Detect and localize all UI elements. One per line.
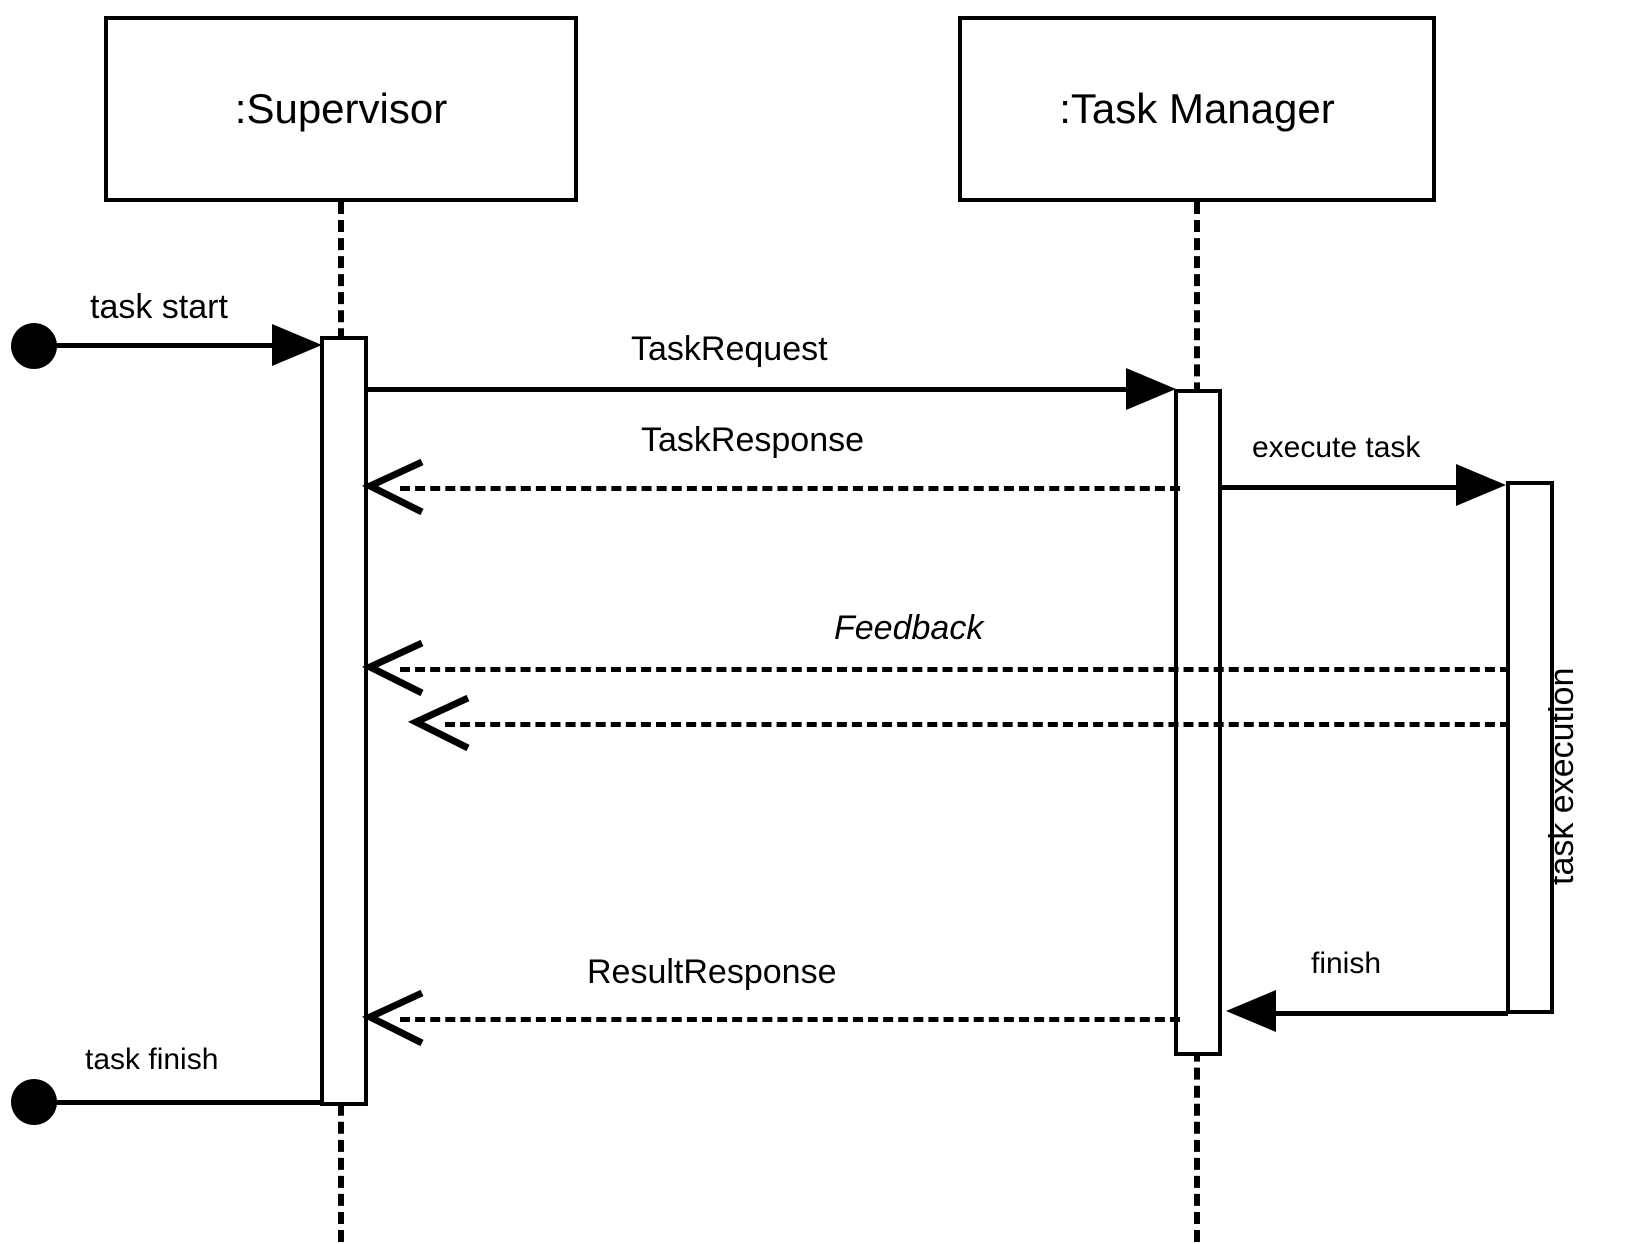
message-line-finish <box>1272 1011 1508 1016</box>
message-arrowhead-taskrequest <box>1126 368 1176 410</box>
activation-label-task-execution: task execution <box>1543 667 1581 885</box>
message-line-taskresponse <box>400 486 1180 491</box>
message-line-taskrequest <box>366 387 1156 392</box>
message-arrowhead-task-start <box>272 324 322 366</box>
message-arrowhead-taskresponse <box>361 458 424 516</box>
message-line-task-start <box>34 343 300 348</box>
message-label-task-finish: task finish <box>85 1043 219 1076</box>
lifeline-label-task-manager: :Task Manager <box>1059 85 1335 132</box>
message-label-taskresponse: TaskResponse <box>641 421 865 459</box>
message-arrowhead-feedback-2 <box>407 694 470 752</box>
lifeline-label-supervisor: :Supervisor <box>234 85 448 132</box>
message-line-feedback-2 <box>445 722 1510 727</box>
message-label-execute-task: execute task <box>1252 431 1421 464</box>
message-label-taskrequest: TaskRequest <box>631 330 828 368</box>
message-label-finish: finish <box>1311 947 1382 980</box>
message-label-feedback: Feedback <box>834 609 984 647</box>
message-line-task-finish <box>34 1100 324 1105</box>
message-arrowhead-feedback <box>361 639 424 697</box>
message-arrowhead-execute-task <box>1456 464 1506 506</box>
message-label-task-start: task start <box>90 288 228 326</box>
message-label-resultresponse: ResultResponse <box>587 953 837 991</box>
message-line-feedback <box>400 667 1510 672</box>
end-node <box>11 1079 57 1125</box>
message-arrowhead-resultresponse <box>361 989 424 1047</box>
activation-task-execution <box>1506 481 1554 1014</box>
message-line-execute-task <box>1220 485 1470 490</box>
activation-supervisor <box>320 336 368 1106</box>
lifeline-box-task-manager: :Task Manager <box>958 16 1436 202</box>
lifeline-box-supervisor: :Supervisor <box>104 16 578 202</box>
message-arrowhead-finish <box>1226 990 1276 1032</box>
message-line-resultresponse <box>400 1017 1180 1022</box>
